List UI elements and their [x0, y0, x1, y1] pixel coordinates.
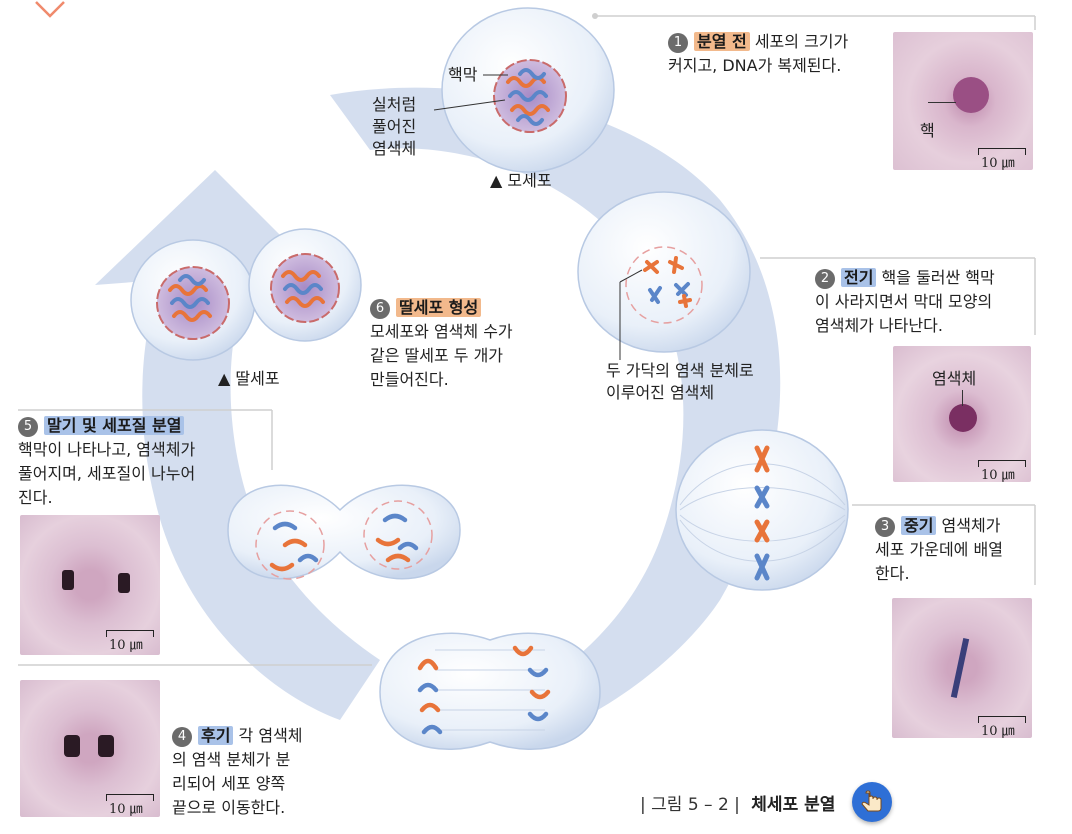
loose-chromosome-label: 실처럼 풀어진 염색체 [372, 95, 417, 158]
step-6-number: 6 [370, 299, 390, 319]
figure-title: 체세포 분열 [751, 795, 836, 815]
telophase-cell [227, 484, 461, 580]
step-4-number: 4 [172, 727, 192, 747]
step-3-tag: 중기 [901, 516, 937, 535]
step-6-tag: 딸세포 형성 [396, 298, 482, 317]
step-1-tag: 분열 전 [694, 32, 750, 51]
step-1-number: 1 [668, 33, 688, 53]
daughter-cell-right [248, 228, 362, 342]
micrograph-interphase [893, 32, 1033, 170]
step-3-number: 3 [875, 517, 895, 537]
mother-cell [433, 7, 615, 173]
chevron-down-icon [35, 1, 65, 18]
step-2-tag: 전기 [841, 268, 877, 287]
step-5-tag: 말기 및 세포질 분열 [44, 416, 185, 435]
hand-glyph [861, 790, 882, 812]
micrograph-prophase [893, 346, 1031, 482]
nucleus-label: 핵 [920, 121, 935, 140]
metaphase-cell [675, 429, 849, 591]
daughter-cell-left [130, 239, 256, 361]
nucleus-pointer [928, 102, 956, 103]
prophase-cell [577, 191, 751, 360]
pointing-hand-icon[interactable] [852, 782, 892, 822]
step-4-tag: 후기 [198, 726, 234, 745]
chromosome-label: 염색체 [932, 369, 977, 388]
step-2-number: 2 [815, 269, 835, 289]
micrograph-telophase [20, 515, 160, 655]
step-5-number: 5 [18, 417, 38, 437]
chromosome-pointer [962, 390, 963, 406]
figure-caption: | 그림 5 – 2 | 체세포 분열 [640, 790, 835, 815]
two-chromatid-label: 두 가닥의 염색 분체로 이루어진 염색체 [606, 361, 754, 402]
mother-cell-label: ▲ 모세포 [490, 171, 552, 190]
micrograph-metaphase [892, 598, 1032, 738]
daughter-cell-label: ▲ 딸세포 [218, 369, 280, 388]
membrane-label: 핵막 [448, 65, 478, 84]
figure-number: | 그림 5 – 2 | [640, 795, 740, 815]
anaphase-cell [379, 632, 601, 750]
